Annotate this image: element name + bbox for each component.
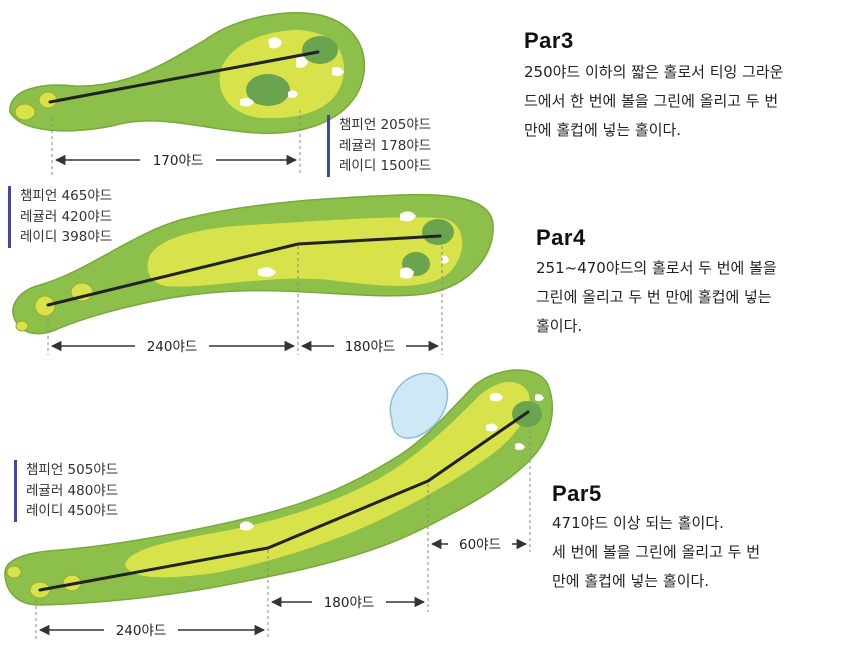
par4-distance-label: 180야드 — [345, 339, 396, 355]
par5-water-hazard — [389, 372, 449, 439]
par3-bunker — [288, 90, 298, 98]
par4-bunker — [400, 267, 414, 279]
tee-champion: 챔피언 465야드 — [20, 188, 113, 204]
par4-fairway — [147, 217, 463, 287]
par3-title: Par3 — [524, 28, 574, 53]
par5-rough — [4, 369, 554, 606]
par4-tee-box — [34, 295, 56, 317]
par5-title: Par5 — [552, 481, 602, 506]
par4-title: Par4 — [536, 225, 586, 250]
par4-description: 251~470야드의 홀로서 두 번에 볼을 그린에 올리고 두 번 만에 홀컵… — [536, 259, 777, 335]
par5-fairway — [125, 381, 530, 578]
par4-bunker — [441, 255, 449, 264]
par5-bunker — [515, 443, 525, 451]
tee-lady: 레이디 398야드 — [20, 229, 113, 245]
par3-bunker — [296, 56, 308, 68]
par4-tee-box — [15, 320, 29, 332]
par3-tee-box — [14, 103, 36, 121]
par3-shot-line — [48, 50, 320, 104]
par5-tee-yardage: 챔피언 505야드 레귤러 480야드 레이디 450야드 — [14, 460, 118, 522]
par5-hole: 240야드 180야드 60야드 — [4, 369, 554, 640]
par3-green — [302, 36, 338, 64]
par5-bunker — [240, 521, 254, 531]
par5-distance-label: 240야드 — [116, 623, 167, 639]
par4-tee-yardage: 챔피언 465야드 레귤러 420야드 레이디 398야드 — [8, 186, 112, 248]
par5-bunker — [486, 423, 498, 432]
tee-lady: 레이디 450야드 — [26, 503, 119, 519]
par5-tee-box — [6, 565, 22, 579]
par3-bunker — [240, 97, 254, 107]
par4-green — [422, 219, 454, 245]
par3-hole: 170야드 — [9, 12, 366, 175]
par4-bunker — [400, 211, 416, 222]
par3-description: 250야드 이하의 짧은 홀로서 티잉 그라운 드에서 한 번에 볼을 그린에 … — [524, 63, 784, 139]
par5-shot-line — [38, 410, 530, 592]
tee-regular: 레귤러 420야드 — [20, 208, 113, 225]
par5-description: 471야드 이상 되는 홀이다. 세 번에 볼을 그린에 올리고 두 번 만에 … — [552, 514, 761, 590]
par3-bunker — [332, 67, 344, 76]
par4-bunker — [258, 267, 276, 277]
par3-distance-label: 170야드 — [153, 153, 204, 169]
tee-lady: 레이디 150야드 — [339, 158, 432, 174]
par4-distance-label: 240야드 — [147, 339, 198, 355]
par5-distance-label: 180야드 — [324, 595, 375, 611]
tee-regular: 레귤러 178야드 — [339, 137, 432, 154]
tee-champion: 챔피언 505야드 — [26, 462, 119, 478]
par4-hole: 240야드 180야드 — [12, 193, 494, 355]
par3-green-secondary — [246, 74, 290, 106]
par4-shot-line — [46, 234, 442, 307]
par5-bunker — [490, 392, 503, 402]
par5-distance-label: 60야드 — [459, 537, 501, 553]
tee-champion: 챔피언 205야드 — [339, 117, 432, 133]
tee-regular: 레귤러 480야드 — [26, 482, 119, 499]
par5-bunker — [535, 394, 544, 402]
par3-tee-yardage: 챔피언 205야드 레귤러 178야드 레이디 150야드 — [327, 115, 431, 177]
par3-bunker — [268, 37, 282, 49]
